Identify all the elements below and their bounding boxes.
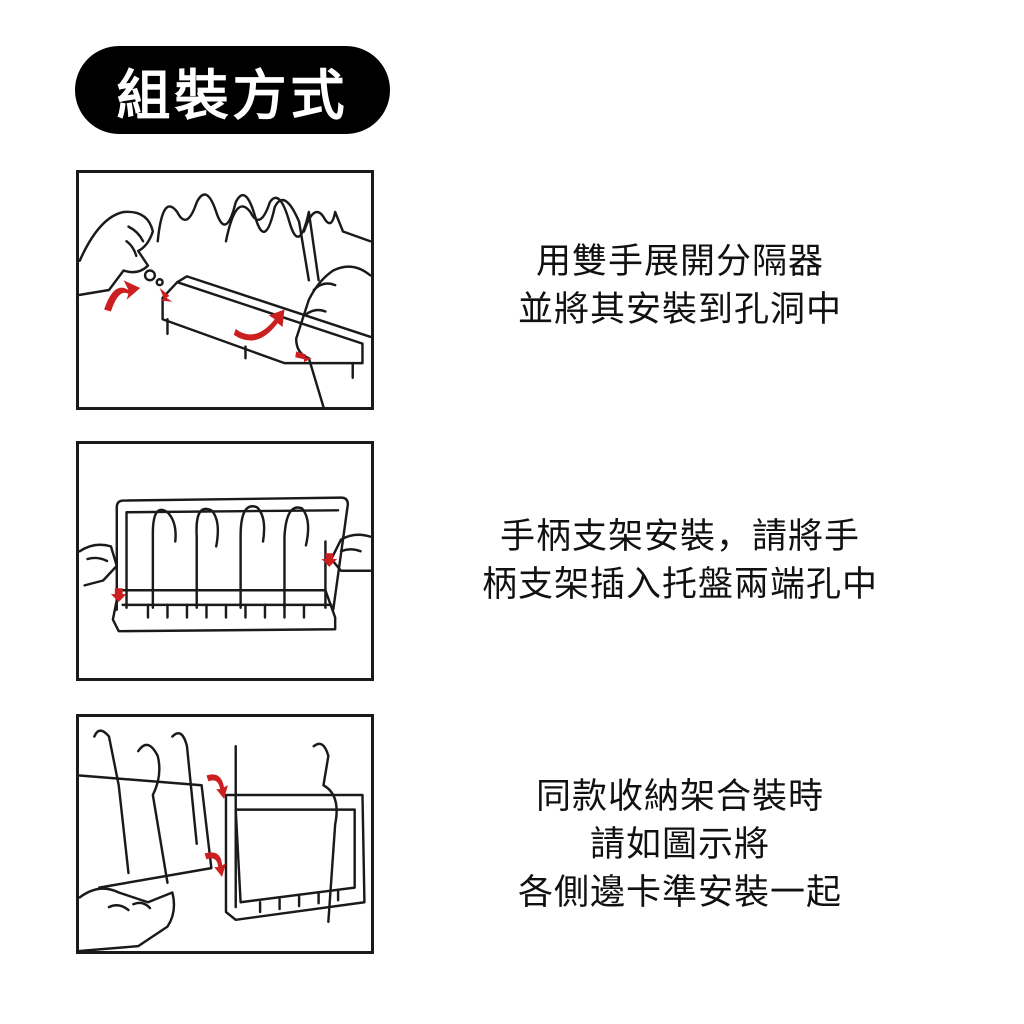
step-1-drawing bbox=[79, 193, 371, 407]
section-title: 組裝方式 bbox=[116, 63, 349, 127]
step-1-illustration bbox=[76, 170, 374, 410]
step-3-text: 同款收納架合裝時 請如圖示將 各側邊卡準安裝一起 bbox=[440, 773, 920, 917]
step-2-illustration bbox=[76, 441, 374, 681]
step-2-drawing bbox=[79, 496, 371, 633]
step-2-text: 手柄支架安裝，請將手 柄支架插入托盤兩端孔中 bbox=[440, 513, 920, 609]
step-2-line-1: 手柄支架安裝，請將手 bbox=[499, 517, 860, 557]
step-1-text: 用雙手展開分隔器 並將其安裝到孔洞中 bbox=[440, 238, 920, 334]
step-1-line-2: 並將其安裝到孔洞中 bbox=[517, 290, 842, 330]
step-3-drawing bbox=[79, 729, 366, 951]
step-3-line-3: 各側邊卡準安裝一起 bbox=[517, 873, 842, 913]
section-title-pill: 組裝方式 bbox=[75, 46, 390, 134]
step-1-line-1: 用雙手展開分隔器 bbox=[535, 242, 824, 282]
step-2-line-2: 柄支架插入托盤兩端孔中 bbox=[481, 565, 878, 605]
step-3-line-1: 同款收納架合裝時 bbox=[535, 777, 824, 817]
step-3-line-2: 請如圖示將 bbox=[589, 825, 770, 865]
step-3-illustration bbox=[76, 714, 374, 954]
